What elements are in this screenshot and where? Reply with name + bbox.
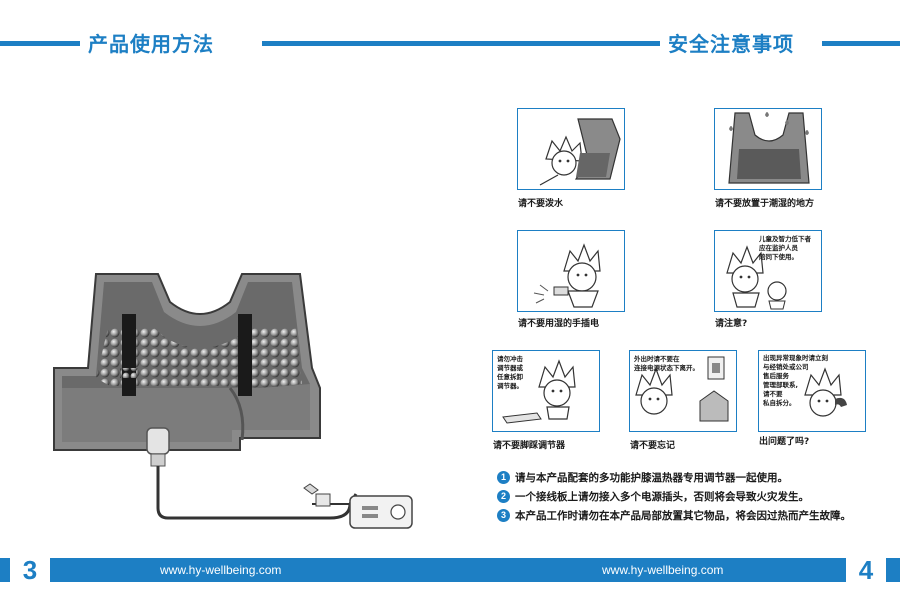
mascot-step-controller-illustration [502,359,576,424]
bubble-dont-forget: 外出时请不要在 连接电源状态下离开。 [634,355,699,372]
safety-panel-dont-forget: 外出时请不要在 连接电源状态下离开。 [629,350,737,432]
caption-no-splash-water: 请不要泼水 [518,199,564,209]
left-header-title: 产品使用方法 [88,32,214,56]
mascot-with-child-illustration [726,245,787,310]
note-number-badge: 2 [497,489,510,503]
note-number-badge: 1 [497,470,510,484]
mascot-splash-water-illustration [539,118,621,186]
vest-product-illustration [53,273,413,529]
caption-no-step-controller: 请不要脚踩调节器 [493,441,566,451]
bubble-attention: 儿童及智力低下者 应在监护人员 陪同下使用。 [759,235,811,261]
note-text: 本产品工作时请勿在本产品局部放置其它物品，将会因过热而产生故障。 [515,509,851,522]
left-header-line-b [262,41,660,46]
left-header-line-a [0,41,80,46]
note-number-badge: 3 [497,508,510,522]
safety-panel-no-splash-water [517,108,625,190]
safety-panel-no-step-controller: 请勿冲击 调节器或 任意拆卸 调节器。 [492,350,600,432]
safety-panel-no-damp-place [714,108,822,190]
safety-panel-attention: 儿童及智力低下者 应在监护人员 陪同下使用。 [714,230,822,312]
right-header-title: 安全注意事项 [668,32,794,56]
vest-damp-illustration [728,112,810,184]
left-website-url[interactable]: www.hy-wellbeing.com [160,563,282,577]
right-header-line [822,41,900,46]
footer-bar [0,558,900,582]
caption-dont-forget: 请不要忘记 [630,441,676,451]
note-item: 1 请与本产品配套的多功能护膝温热器专用调节器一起使用。 [497,469,788,485]
note-text: 一个接线板上请勿接入多个电源插头，否则将会导致火灾发生。 [515,490,809,503]
mascot-phone-illustration [804,367,847,417]
bubble-problem: 出现异常现象时请立刻 与经销处或公司 售后服务 管理部联系, 请不要 私自拆分。 [763,354,828,407]
note-item: 2 一个接线板上请勿接入多个电源插头，否则将会导致火灾发生。 [497,488,809,504]
caption-no-wet-hands: 请不要用湿的手插电 [518,319,600,329]
safety-panel-problem: 出现异常现象时请立刻 与经销处或公司 售后服务 管理部联系, 请不要 私自拆分。 [758,350,866,432]
mascot-unplug-illustration [635,356,729,422]
note-item: 3 本产品工作时请勿在本产品局部放置其它物品，将会因过热而产生故障。 [497,507,851,523]
left-page-number: 3 [10,554,50,586]
caption-problem: 出问题了吗? [759,437,810,447]
caption-no-damp-place: 请不要放置于潮湿的地方 [715,199,815,209]
bubble-no-step-controller: 请勿冲击 调节器或 任意拆卸 调节器。 [497,355,523,390]
right-website-url[interactable]: www.hy-wellbeing.com [602,563,724,577]
safety-panel-no-wet-hands [517,230,625,312]
right-page-number: 4 [846,554,886,586]
note-text: 请与本产品配套的多功能护膝温热器专用调节器一起使用。 [515,471,788,484]
mascot-wet-hands-illustration [533,243,601,308]
caption-attention: 请注意? [715,319,748,329]
